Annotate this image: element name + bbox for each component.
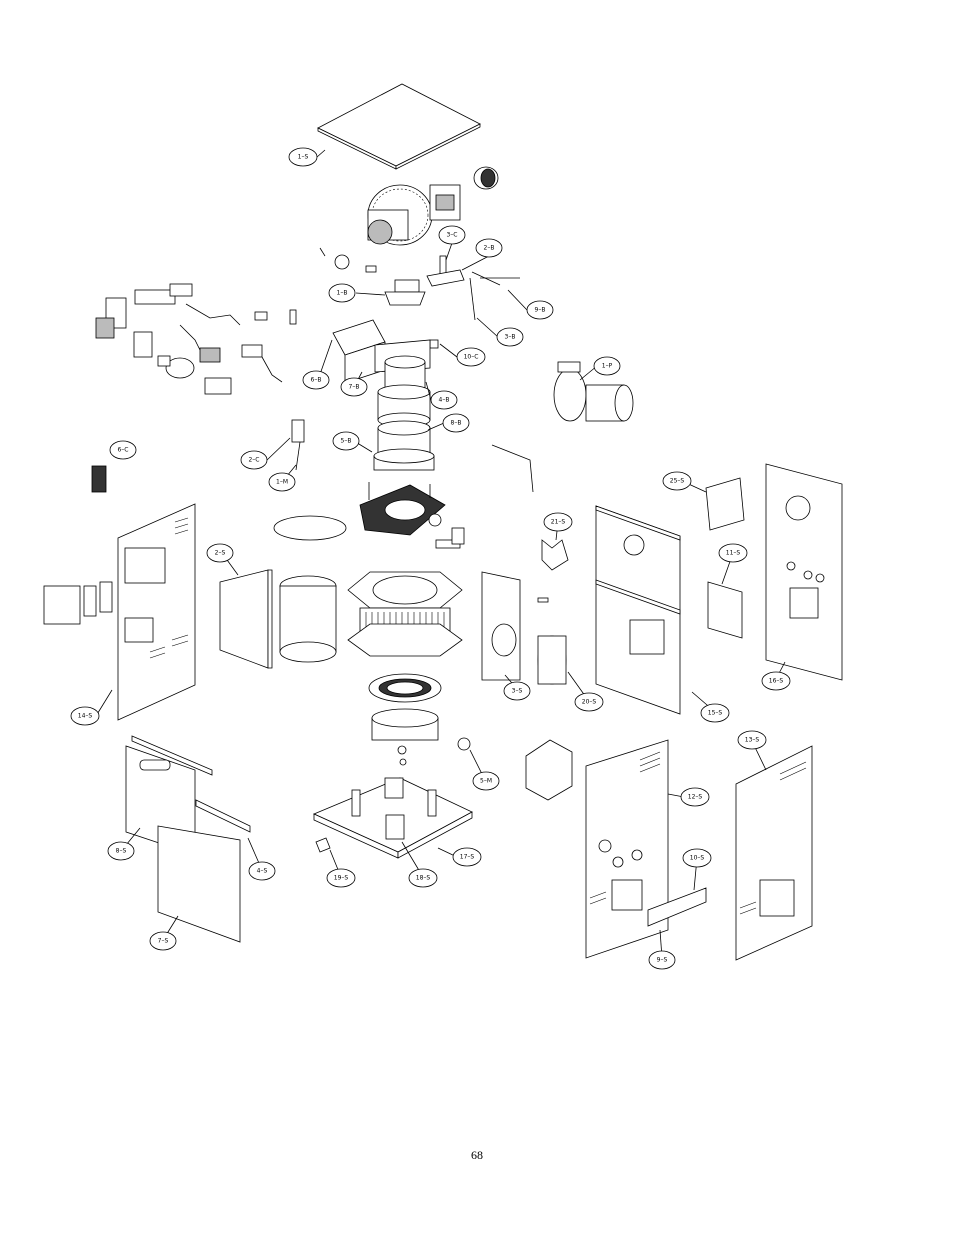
callout-1b: 1–B	[328, 283, 356, 303]
rear-jacket-panels	[595, 463, 843, 715]
callout-label: 1–S	[298, 154, 309, 161]
callout-label: 6–B	[311, 377, 322, 384]
callout-1m: 1–M	[268, 472, 296, 492]
callout-18s: 18–S	[408, 868, 438, 888]
callout-3b: 3–B	[496, 327, 524, 347]
top-panel	[317, 83, 481, 170]
blower-assembly	[367, 166, 499, 246]
flue-collector-stack	[373, 355, 435, 471]
callout-15s: 15–S	[700, 703, 730, 723]
callout-label: 2–C	[248, 457, 259, 464]
callout-label: 15–S	[708, 710, 723, 717]
gas-valve-piping	[95, 283, 297, 395]
callout-label: 3–S	[512, 688, 523, 695]
callout-19s: 19–S	[326, 868, 356, 888]
callout-label: 12–S	[688, 794, 703, 801]
callout-6c: 6–C	[109, 440, 137, 460]
callout-label: 3–B	[505, 334, 516, 341]
callout-9b: 9–B	[526, 300, 554, 320]
callout-label: 2–B	[484, 245, 495, 252]
jacket-side-parts	[219, 539, 569, 685]
right-jacket-panels	[525, 739, 813, 961]
callout-label: 9–B	[535, 307, 546, 314]
callout-label: 7–B	[349, 384, 360, 391]
callout-label: 1–B	[337, 290, 348, 297]
callout-7b: 7–B	[340, 377, 368, 397]
header-manifold	[273, 482, 465, 549]
callout-2b: 2–B	[475, 238, 503, 258]
callout-label: 5–B	[341, 438, 352, 445]
heat-exchanger	[347, 571, 463, 766]
callout-5b: 5–B	[332, 431, 360, 451]
callout-label: 20–S	[582, 699, 597, 706]
callout-21s: 21–S	[543, 512, 573, 532]
callout-7s: 7–S	[149, 931, 177, 951]
callout-2s: 2–S	[206, 543, 234, 563]
callout-label: 5–M	[480, 778, 492, 785]
callout-label: 4–S	[257, 868, 268, 875]
callout-label: 13–S	[745, 737, 760, 744]
callout-label: 16–S	[769, 678, 784, 685]
callout-13s: 13–S	[737, 730, 767, 750]
sensor-parts	[91, 419, 534, 493]
page-number: 68	[471, 1148, 483, 1162]
callout-9s: 9–S	[648, 950, 676, 970]
callout-25s: 25–S	[662, 471, 692, 491]
callout-8s: 8–S	[107, 841, 135, 861]
callout-4b: 4–B	[430, 390, 458, 410]
callout-label: 21–S	[551, 519, 566, 526]
callout-12s: 12–S	[680, 787, 710, 807]
callout-label: 11–S	[726, 550, 741, 557]
callout-label: 8–S	[116, 848, 127, 855]
callout-label: 10–S	[690, 855, 705, 862]
callout-label: 2–S	[215, 550, 226, 557]
burner-ignition-parts	[319, 247, 520, 349]
left-jacket-panel	[43, 503, 196, 721]
callout-5m: 5–M	[472, 771, 500, 791]
callout-label: 14–S	[78, 713, 93, 720]
callout-6b: 6–B	[302, 370, 330, 390]
callout-label: 25–S	[670, 478, 685, 485]
callout-10s: 10–S	[682, 848, 712, 868]
callout-4s: 4–S	[248, 861, 276, 881]
callout-11s: 11–S	[718, 543, 748, 563]
callout-16s: 16–S	[761, 671, 791, 691]
callout-label: 6–C	[117, 447, 128, 454]
base-assembly	[312, 737, 473, 859]
callout-8b: 8–B	[442, 413, 470, 433]
callout-label: 9–S	[657, 957, 668, 964]
callout-label: 1–M	[276, 479, 288, 486]
callout-17s: 17–S	[452, 847, 482, 867]
callout-label: 8–B	[451, 420, 462, 427]
callout-1p: 1–P	[593, 356, 621, 376]
callout-3c: 3–C	[438, 225, 466, 245]
callout-2c: 2–C	[240, 450, 268, 470]
callout-3s: 3–S	[503, 681, 531, 701]
callout-14s: 14–S	[70, 706, 100, 726]
callout-label: 17–S	[460, 854, 475, 861]
callout-label: 3–C	[446, 232, 457, 239]
callout-label: 4–B	[439, 397, 450, 404]
callout-20s: 20–S	[574, 692, 604, 712]
circulator-pump	[553, 361, 634, 422]
callout-label: 18–S	[416, 875, 431, 882]
callout-10c: 10–C	[456, 347, 486, 367]
callout-label: 1–P	[602, 363, 613, 370]
callout-label: 10–C	[464, 354, 479, 361]
callout-label: 7–S	[158, 938, 169, 945]
callout-1s: 1–S	[288, 147, 318, 167]
callout-label: 19–S	[334, 875, 349, 882]
front-jacket-panels	[125, 735, 251, 943]
